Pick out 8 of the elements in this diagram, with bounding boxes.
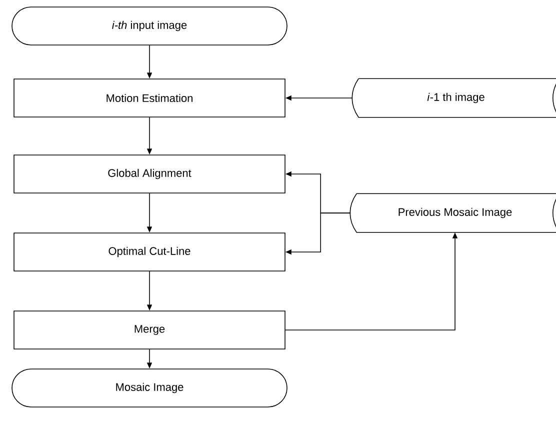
process-box: Optimal Cut-Line xyxy=(14,232,286,272)
terminal-box: i-th input image xyxy=(12,6,288,46)
stored-data-shape: i-1 th image xyxy=(352,78,556,118)
terminal-box: Mosaic Image xyxy=(12,368,288,408)
stored-data-shape: Previous Mosaic Image xyxy=(350,193,556,233)
process-box: Motion Estimation xyxy=(14,78,286,118)
process-box: Merge xyxy=(14,310,286,350)
process-box: Global Alignment xyxy=(14,154,286,194)
